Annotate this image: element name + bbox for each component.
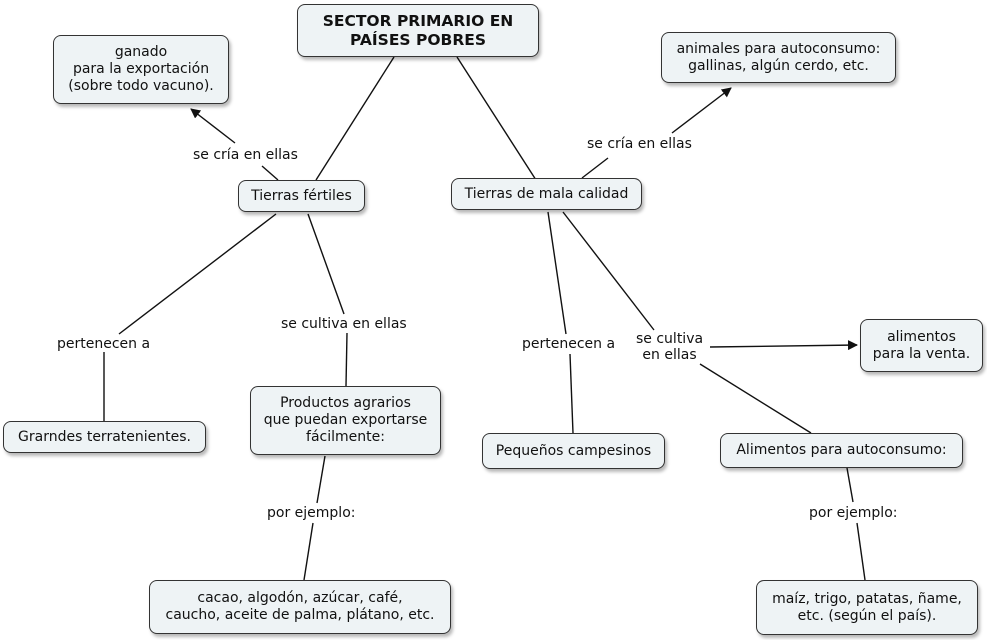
concept-ejemplos-exportacion: cacao, algodón, azúcar, café, caucho, ac… <box>149 580 451 634</box>
line-arrow-animales <box>671 87 732 134</box>
line-mala-label-cria <box>581 157 609 179</box>
link-label-pertenecen-campesinos: pertenecen a <box>520 336 618 352</box>
line-autoconsumo-ejemplo <box>846 467 854 503</box>
line-fertiles-label-cria <box>261 165 279 181</box>
concept-animales-autoconsumo: animales para autoconsumo: gallinas, alg… <box>661 32 896 83</box>
concept-ganado: ganado para la exportación (sobre todo v… <box>53 35 229 104</box>
concept-ejemplos-autoconsumo: maíz, trigo, patatas, ñame, etc. (según … <box>756 580 978 635</box>
line-main-mala <box>456 56 537 181</box>
link-label-se-cultiva-fertiles: se cultiva en ellas <box>279 316 409 332</box>
line-fertiles-pertenecen <box>118 213 277 335</box>
line-productos-ejemplo <box>316 455 326 504</box>
line-mala-pertenecen <box>547 211 567 335</box>
concept-alimentos-autoconsumo: Alimentos para autoconsumo: <box>720 433 963 468</box>
line-arrow-venta <box>709 340 858 351</box>
link-label-por-ejemplo-exportacion: por ejemplo: <box>265 505 358 521</box>
line-main-fertiles <box>315 56 395 181</box>
link-label-se-cultiva-mala: se cultiva en ellas <box>634 331 706 363</box>
concept-alimentos-venta: alimentos para la venta. <box>860 319 983 372</box>
line-mala-cultiva <box>562 211 655 331</box>
concept-tierras-fertiles: Tierras fértiles <box>238 180 365 212</box>
link-label-por-ejemplo-autoconsumo: por ejemplo: <box>807 505 900 521</box>
concept-pequenos-campesinos: Pequeños campesinos <box>482 433 665 469</box>
concept-terratenientes: Grarndes terratenientes. <box>3 421 206 453</box>
concept-sector-primario: SECTOR PRIMARIO EN PAÍSES POBRES <box>297 4 539 57</box>
link-label-pertenecen-terratenientes: pertenecen a <box>55 336 153 352</box>
concept-tierras-mala-calidad: Tierras de mala calidad <box>451 178 642 210</box>
line-ejemplo-cacao <box>303 522 314 581</box>
link-label-se-cria-mala: se cría en ellas <box>585 136 694 152</box>
line-cultiva-autoconsumo <box>699 363 812 434</box>
concept-productos-agrarios: Productos agrarios que puedan exportarse… <box>250 386 441 455</box>
line-cultiva-productos <box>345 332 348 387</box>
line-fertiles-cultiva <box>307 213 345 315</box>
link-label-se-cria-fertiles: se cría en ellas <box>191 147 300 163</box>
line-arrow-ganado <box>190 108 236 144</box>
line-pertenecen-campesinos <box>569 353 574 434</box>
line-ejemplo-maiz <box>856 522 866 581</box>
